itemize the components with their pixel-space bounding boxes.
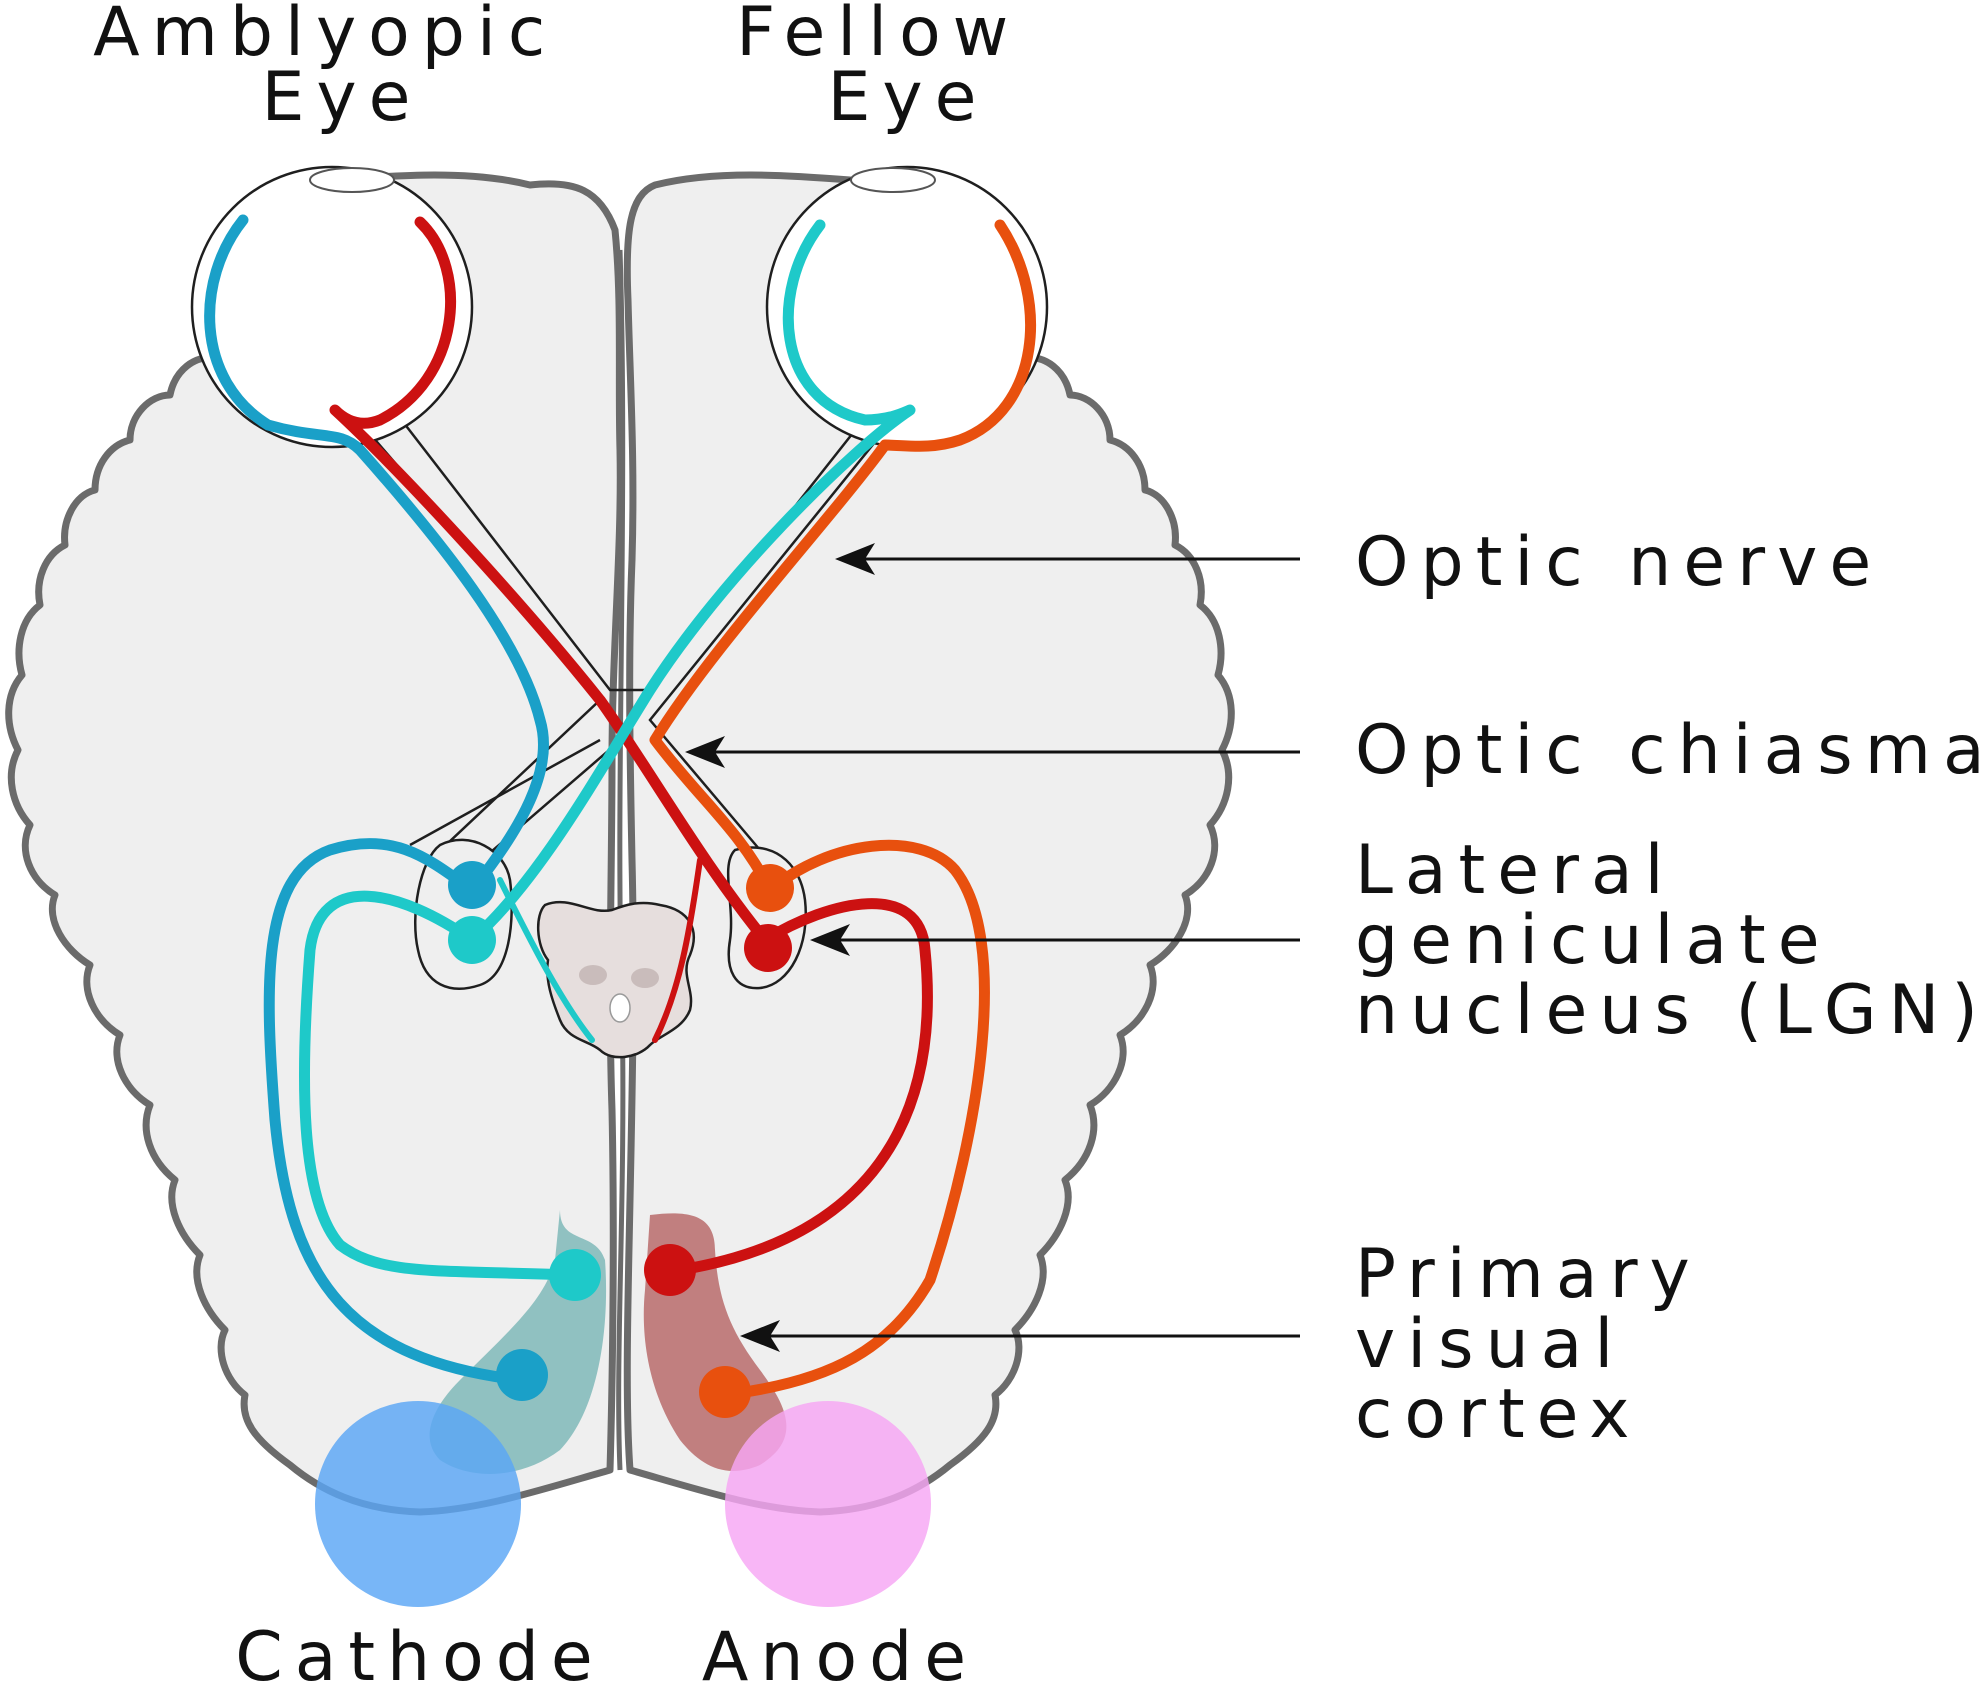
lgn-dot-amblyopic-temporal	[448, 861, 496, 909]
fellow-eye-label: Fellow Eye	[736, 0, 1054, 137]
visual-cortex-arrow	[740, 1320, 1300, 1352]
amblyopic-temporal-fiber	[204, 214, 549, 1386]
lgn-label-line-1: Lateral	[1355, 831, 1676, 910]
amblyopic-nasal-fiber	[329, 216, 933, 1276]
lgn-dot-fellow-nasal	[448, 916, 496, 964]
fellow-temporal-fiber	[649, 219, 1037, 1399]
primary-visual-cortex-label-line-3: cortex	[1355, 1375, 1642, 1454]
red-to-midbrain-fiber	[652, 857, 703, 1043]
anode-label-line-1: Anode	[702, 1618, 978, 1688]
primary-visual-cortex-label: Primary visual cortex	[1355, 1235, 1735, 1454]
optic-nerve-label-line-1: Optic nerve	[1355, 523, 1883, 602]
lgn-dot-fellow-temporal	[746, 864, 794, 912]
cyan-to-midbrain-fiber	[497, 877, 595, 1043]
cortex-dot-amblyopic-nasal	[644, 1244, 696, 1296]
lgn-label: Lateral geniculate nucleus (LGN)	[1355, 831, 1983, 1050]
amblyopic-eye-label-line-2: Eye	[261, 58, 422, 137]
amblyopic-eye-label-line-1: Amblyopic	[93, 0, 557, 72]
cortex-dot-fellow-temporal	[699, 1366, 751, 1418]
optic-nerve-arrow	[835, 543, 1300, 575]
optic-chiasma-label-line-1: Optic chiasma	[1355, 711, 1983, 790]
fellow-nasal-fiber	[298, 219, 916, 1281]
lgn-arrow	[810, 924, 1300, 956]
cathode-label-line-1: Cathode	[235, 1618, 605, 1688]
optic-chiasma-arrow	[685, 736, 1300, 768]
optic-nerve-label: Optic nerve	[1355, 523, 1883, 602]
cortex-dot-fellow-nasal	[549, 1249, 601, 1301]
optic-chiasma-label: Optic chiasma	[1355, 711, 1983, 790]
anode-label: Anode	[702, 1618, 978, 1688]
primary-visual-cortex-label-line-2: visual	[1355, 1305, 1625, 1384]
cortex-dot-amblyopic-temporal	[496, 1349, 548, 1401]
lgn-dot-amblyopic-nasal	[744, 924, 792, 972]
amblyopic-eye	[190, 165, 474, 449]
lgn-label-line-2: geniculate	[1355, 901, 1832, 980]
fellow-eye-label-line-1: Fellow	[736, 0, 1020, 72]
anode-electrode	[725, 1401, 931, 1607]
cathode-electrode	[315, 1401, 521, 1607]
lgn-label-line-3: nucleus (LGN)	[1355, 971, 1983, 1050]
primary-visual-cortex-label-line-1: Primary	[1355, 1235, 1702, 1314]
brain	[5, 171, 1235, 1516]
fellow-eye-label-line-2: Eye	[827, 58, 988, 137]
cathode-label: Cathode	[235, 1618, 605, 1688]
amblyopic-eye-label: Amblyopic Eye	[93, 0, 591, 137]
